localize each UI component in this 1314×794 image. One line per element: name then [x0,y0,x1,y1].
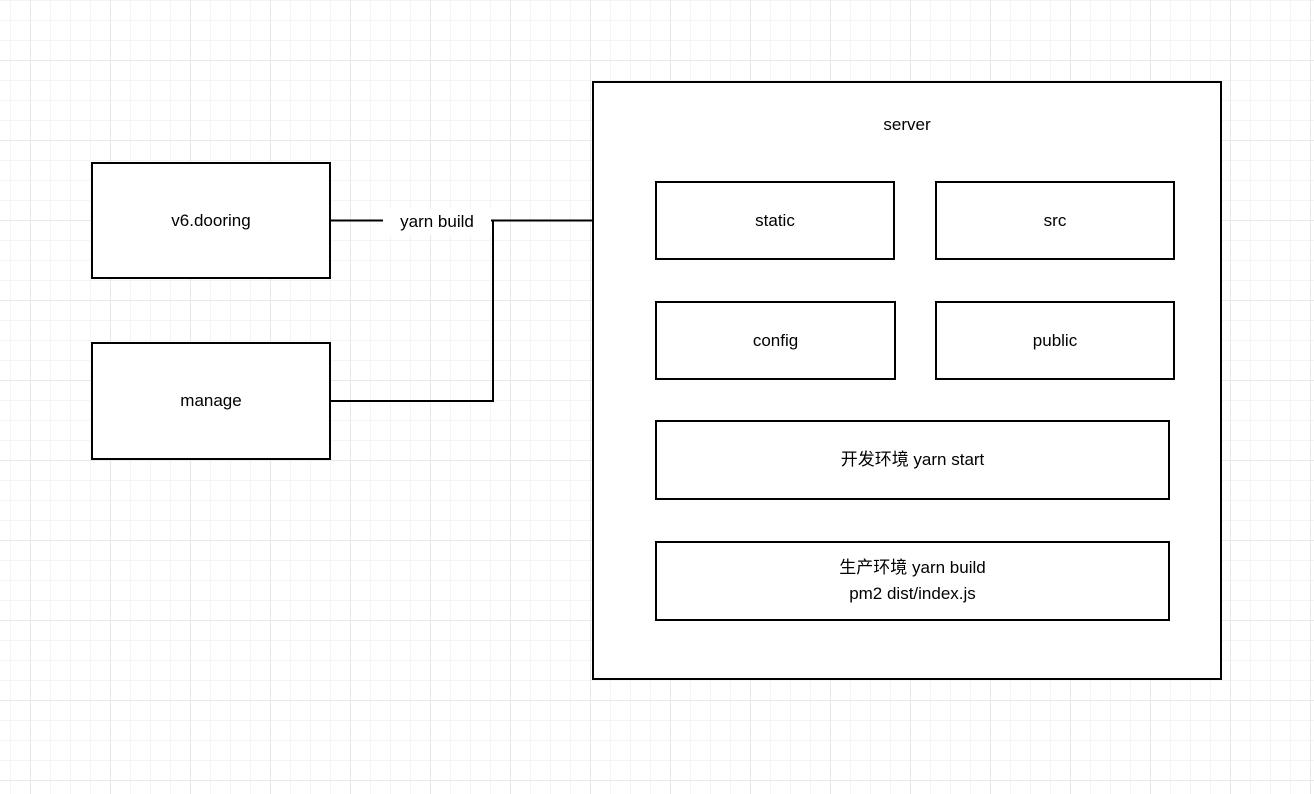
node-manage-label: manage [180,391,242,410]
node-v6dooring[interactable]: v6.dooring [91,162,331,279]
node-v6dooring-label: v6.dooring [171,210,251,230]
node-manage[interactable]: manage [91,342,331,460]
node-server-label: server [883,115,931,134]
node-config[interactable]: config [655,301,896,380]
node-public-label: public [1032,330,1078,350]
node-public[interactable]: public [935,301,1175,380]
node-dev-env-label: 开发环境 yarn start [840,450,985,469]
node-src-label: src [1043,210,1067,230]
node-dev-env[interactable]: 开发环境 yarn start [655,420,1170,500]
edge-manage-to-junction[interactable] [331,220,494,402]
node-config-label: config [752,330,799,350]
edge-label-yarn-build[interactable]: yarn build [383,209,491,235]
node-src[interactable]: src [935,181,1175,260]
node-static[interactable]: static [655,181,895,260]
node-prod-env[interactable]: 生产环境 yarn build pm2 dist/index.js [655,541,1170,621]
node-prod-env-line2: pm2 dist/index.js [849,584,976,603]
node-prod-env-line1: 生产环境 yarn build [839,558,986,577]
node-static-label: static [755,210,795,230]
